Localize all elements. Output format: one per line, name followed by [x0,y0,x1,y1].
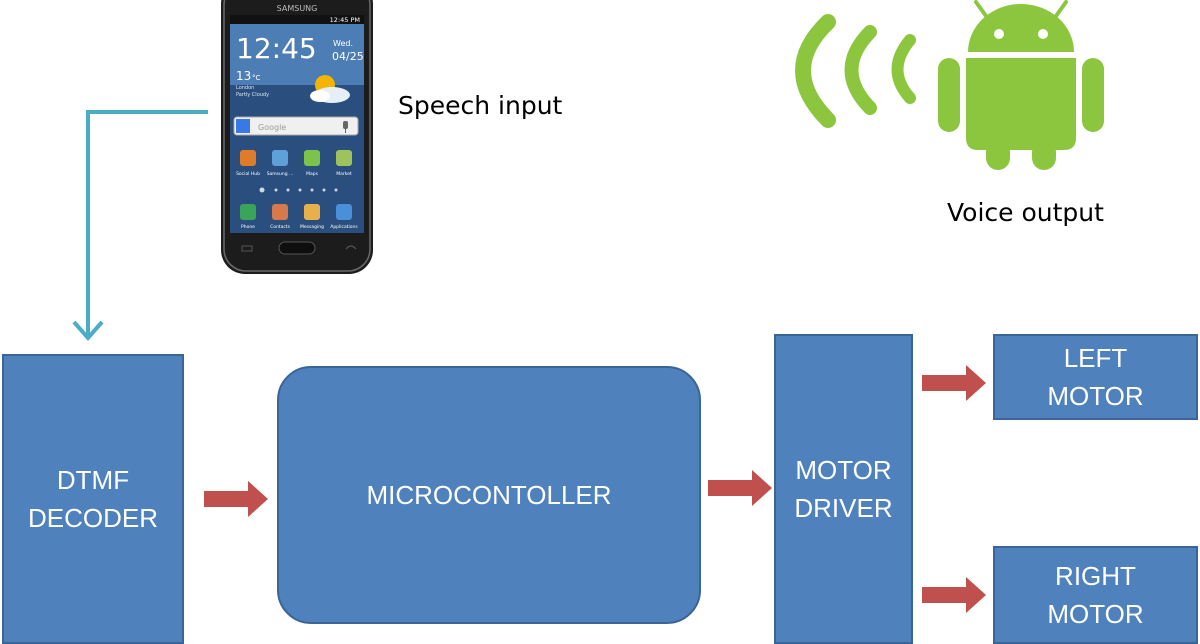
sound-waves-icon [795,14,916,128]
left-motor-label-line-1: LEFT [1063,343,1128,373]
android-robot-icon [938,0,1104,170]
left-motor-block: LEFT MOTOR [993,334,1198,420]
microcontroller-block: MICROCONTOLLER [277,366,701,624]
phone-day: Wed. [333,39,353,48]
phone-back-key [345,245,357,250]
app-label-phone: Phone [241,224,255,230]
phone-page-dots [259,187,338,193]
arrow-driver-to-right-motor [922,577,986,613]
phone-menu-key [241,245,253,252]
app-label-samsung: Samsung ... [267,171,294,177]
phone-temp-unit: °C [252,74,261,82]
phone-app-row-1: Social Hub Samsung ... Maps Market [236,150,352,177]
app-label-maps: Maps [306,171,318,177]
app-label-social-hub: Social Hub [236,171,260,177]
microphone-icon [343,121,348,133]
arrow-dtmf-to-micro [204,481,268,517]
app-label-messaging: Messaging [300,224,324,230]
phone-home-button [278,241,316,255]
arrow-micro-to-driver [708,470,772,506]
app-label-market: Market [336,171,352,177]
motor-driver-label-line-2: DRIVER [794,493,893,523]
left-motor-label-line-2: MOTOR [1047,381,1144,411]
diagram-graphics: SAMSUNG 12:45 PM 12:45 Wed. 04/25 13 °C … [72,0,1104,613]
right-motor-label-line-2: MOTOR [1047,599,1144,629]
motor-driver-label-line-1: MOTOR [795,455,892,485]
right-motor-block: RIGHT MOTOR [993,546,1198,644]
right-motor-label-line-1: RIGHT [1055,561,1136,591]
microcontroller-label: MICROCONTOLLER [366,480,612,510]
phone-status-time: 12:45 PM [330,16,360,24]
phone-brand: SAMSUNG [277,4,318,13]
app-label-contacts: Contacts [270,224,291,230]
dtmf-decoder-label-line-2: DECODER [27,503,158,533]
dtmf-decoder-block: DTMF DECODER [2,354,184,644]
dtmf-decoder-label-line-1: DTMF [56,465,130,495]
phone-weather-desc: Partly Cloudy [236,92,269,98]
phone-weather-city: London [236,85,254,91]
phone-temperature: 13 [236,69,251,83]
phone-app-row-2: Phone Contacts Messaging Applications [240,204,358,230]
motor-driver-block: MOTOR DRIVER [774,334,913,644]
speech-input-label: Speech input [398,91,563,120]
phone-search-placeholder: Google [258,123,286,132]
speech-connector-line [86,110,208,336]
smartphone-icon: SAMSUNG 12:45 PM 12:45 Wed. 04/25 13 °C … [221,0,373,274]
phone-date: 04/25 [332,50,364,63]
app-label-applications: Applications [330,224,358,230]
speech-connector-arrowhead [72,320,104,342]
arrow-driver-to-left-motor [922,365,986,401]
phone-clock: 12:45 [236,32,317,65]
weather-icon [310,75,350,103]
voice-output-label: Voice output [947,198,1104,227]
